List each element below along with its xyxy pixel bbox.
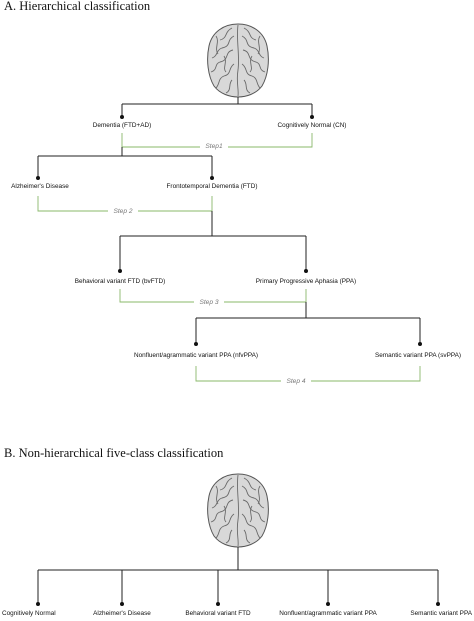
node-dot xyxy=(310,115,314,119)
node-dot xyxy=(210,176,214,180)
step-label-bg xyxy=(200,139,228,153)
class-nfvppa: Nonfluent/agrammatic variant PPA xyxy=(279,610,377,617)
node-dementia: Dementia (FTD+AD) xyxy=(93,122,151,129)
step3-label: Step 3 xyxy=(199,299,218,306)
node-ppa: Primary Progressive Aphasia (PPA) xyxy=(256,278,356,285)
class-svppa: Semantic variant PPA xyxy=(410,610,472,617)
node-dot xyxy=(120,602,124,606)
node-alzheimers: Alzheimer's Disease xyxy=(11,183,69,190)
node-svppa: Semantic variant PPA (svPPA) xyxy=(375,352,461,359)
node-ftd: Frontotemporal Dementia (FTD) xyxy=(167,183,258,190)
class-alzheimers: Alzheimer's Disease xyxy=(93,610,151,617)
step-label-bg xyxy=(281,374,311,388)
node-dot xyxy=(36,176,40,180)
node-dot xyxy=(120,115,124,119)
node-dot xyxy=(326,602,330,606)
node-dot xyxy=(36,602,40,606)
class-bvftd: Behavioral variant FTD xyxy=(185,610,251,617)
node-dot xyxy=(194,342,198,346)
brain-icon xyxy=(207,473,269,548)
step-label-bg xyxy=(194,295,224,309)
step2-label: Step 2 xyxy=(113,208,132,215)
brain-icon xyxy=(207,23,269,98)
step4-label: Step 4 xyxy=(286,378,305,385)
node-dot xyxy=(418,342,422,346)
node-bvftd: Behavioral variant FTD (bvFTD) xyxy=(75,278,166,285)
class-cognitively-normal: Cognitively Normal xyxy=(2,610,56,617)
node-nfvppa: Nonfluent/agrammatic variant PPA (nfvPPA… xyxy=(134,352,258,359)
node-dot xyxy=(304,269,308,273)
node-dot xyxy=(216,602,220,606)
section-a-title: A. Hierarchical classification xyxy=(4,0,151,13)
node-dot xyxy=(118,269,122,273)
node-cognitively-normal: Cognitively Normal (CN) xyxy=(278,122,347,129)
section-b-title: B. Non-hierarchical five-class classific… xyxy=(4,446,224,460)
step1-label: Step1 xyxy=(205,143,223,150)
node-dot xyxy=(436,602,440,606)
step-label-bg xyxy=(108,204,138,218)
